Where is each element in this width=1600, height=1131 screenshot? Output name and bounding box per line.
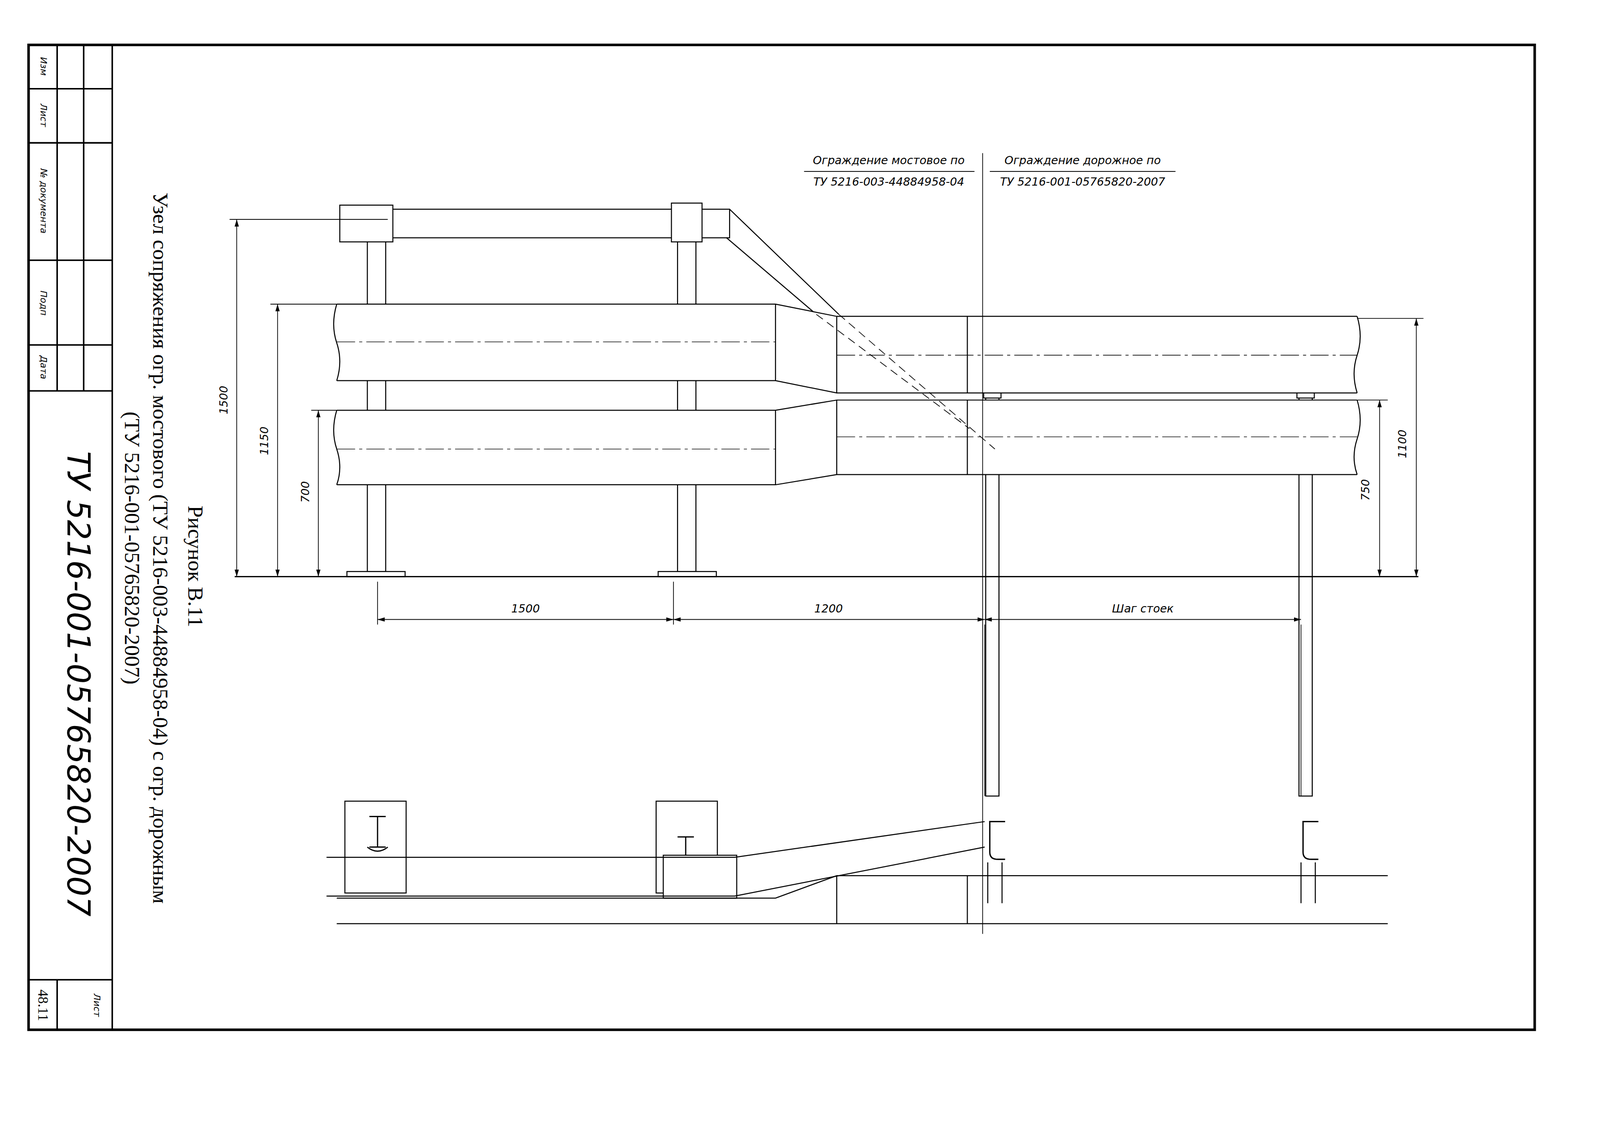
axis-and-notes — [982, 153, 984, 934]
stamp-label: Лист — [37, 103, 48, 127]
guardrail-beams — [333, 304, 1361, 394]
section-note: ТУ 5216-001-05765820-2007 — [999, 176, 1166, 189]
bridge-railing-posts — [677, 237, 696, 572]
stamp-label: Лист — [90, 993, 101, 1017]
sheet-frame — [56, 44, 113, 1030]
guardrail-beams — [336, 304, 1358, 394]
axis-and-notes — [234, 575, 1419, 578]
guardrail-beams — [336, 399, 1358, 485]
dimension: 1500 — [509, 602, 543, 616]
dimension: 1200 — [812, 602, 845, 616]
sheet-frame — [28, 44, 1535, 1030]
guardrail-beams — [336, 304, 1358, 394]
dimension-lines — [377, 581, 1301, 797]
dimension-lines — [1379, 399, 1381, 577]
plan-view — [336, 875, 1388, 924]
dimension-lines — [229, 219, 1424, 410]
plan-view — [987, 862, 1316, 904]
dimension-lines — [984, 619, 1302, 621]
bridge-railing-posts — [346, 571, 406, 577]
dimension-lines — [673, 619, 985, 621]
figure-title: Узел сопряжения огр. мостового (ТУ 5216-… — [117, 180, 176, 916]
section-note: Ограждение мостовое по — [812, 155, 965, 168]
figure-caption: Рисунок В.11 — [183, 505, 208, 628]
guardrail-beams — [816, 314, 995, 449]
plan-view — [989, 821, 1319, 860]
dimension-lines — [317, 410, 319, 577]
stamp-label: Дата — [37, 355, 48, 380]
dimension-lines — [236, 219, 238, 577]
handrail — [339, 205, 393, 243]
dimension: 700 — [300, 479, 313, 505]
stamp-label: Подп — [37, 290, 48, 316]
dimension: 1500 — [218, 383, 231, 417]
document-code: ТУ 5216-001-05765820-2007 — [61, 450, 96, 917]
guardrail-beams — [336, 341, 1358, 450]
dimension: 1150 — [258, 424, 272, 458]
stamp-label: Изм — [37, 56, 48, 76]
dimension: 1100 — [1397, 427, 1410, 461]
section-note: Ограждение дорожное по — [1004, 155, 1161, 168]
plan-view — [326, 801, 1388, 924]
dimension-lines — [277, 304, 279, 577]
handrail — [339, 202, 839, 315]
sheet-number: 48.11 — [35, 989, 51, 1021]
dimension: 750 — [1360, 476, 1373, 503]
dimension-lines — [229, 219, 1424, 796]
dimension: Шаг стоек — [1109, 602, 1176, 616]
handrail — [726, 209, 839, 315]
section-note: ТУ 5216-003-44884958-04 — [813, 176, 965, 189]
guardrail-beams — [336, 399, 1358, 485]
stamp-label: № документа — [37, 168, 48, 234]
bridge-railing-posts — [346, 237, 717, 577]
plan-view — [663, 854, 737, 898]
handrail — [671, 202, 703, 242]
guardrail-beams — [333, 399, 1361, 485]
axis-and-notes — [803, 170, 1176, 172]
bridge-railing-posts — [367, 237, 386, 572]
bridge-railing-posts — [657, 571, 717, 577]
sheet-frame — [28, 44, 1535, 1030]
plan-view — [344, 801, 406, 893]
guardrail-beams — [333, 304, 1361, 485]
axis-and-notes — [234, 153, 1419, 934]
plan-view — [367, 816, 389, 851]
dimension-lines — [1415, 318, 1417, 577]
dimension-lines — [377, 619, 674, 621]
sheet-frame — [28, 88, 113, 980]
plan-view — [326, 821, 985, 896]
